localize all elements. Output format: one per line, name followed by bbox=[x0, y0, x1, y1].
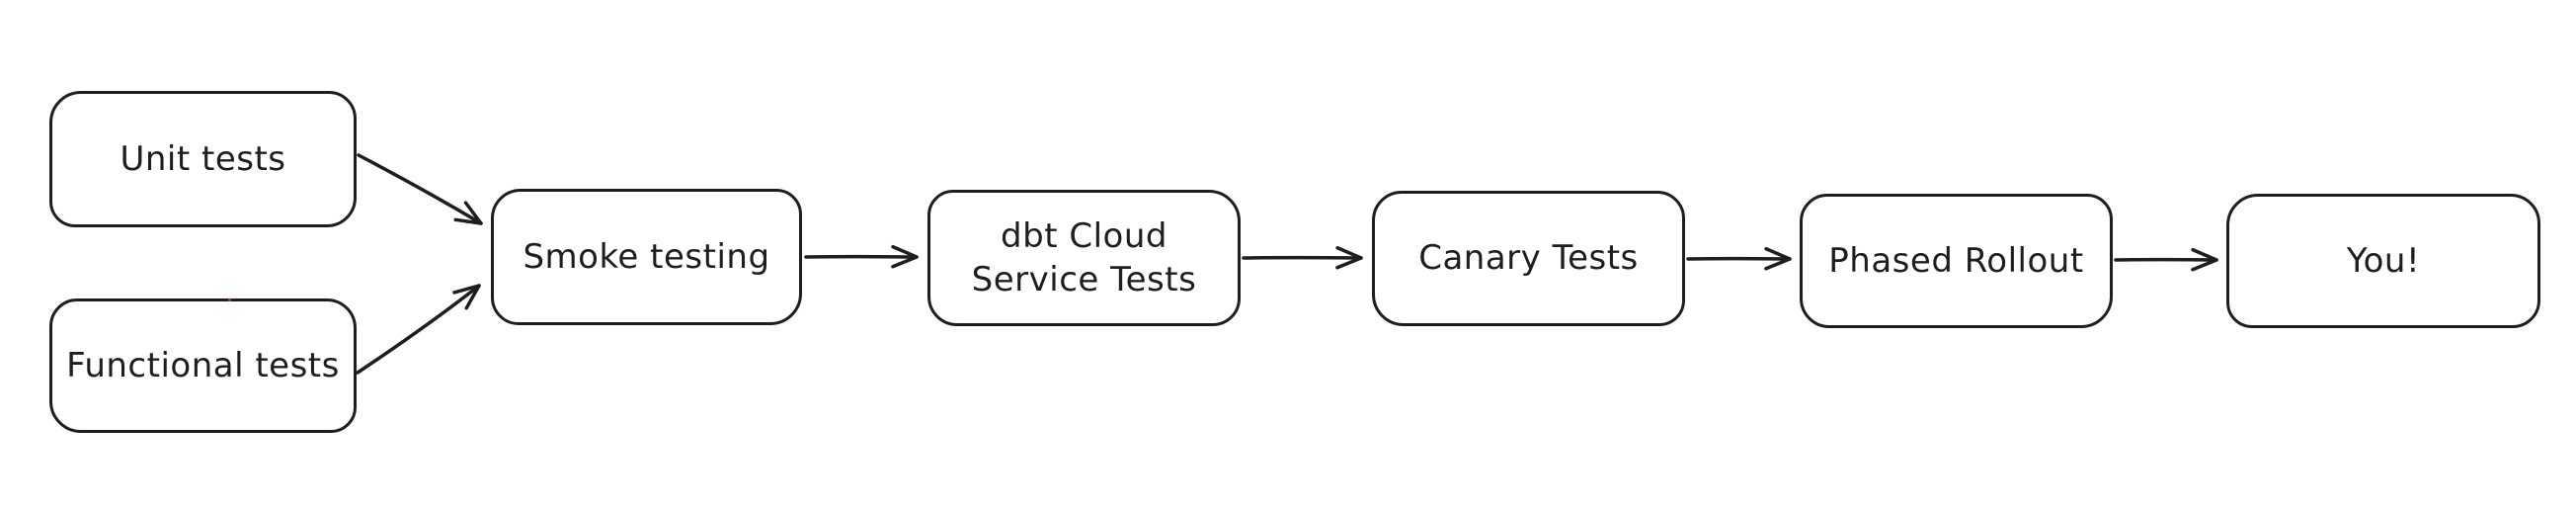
node-functional-tests: Functional tests bbox=[49, 298, 357, 433]
node-canary-tests: Canary Tests bbox=[1372, 191, 1685, 326]
node-functional-tests-label: Functional tests bbox=[66, 345, 340, 385]
node-smoke-testing: Smoke testing bbox=[491, 189, 802, 325]
node-canary-tests-label: Canary Tests bbox=[1418, 238, 1639, 279]
node-unit-tests: Unit tests bbox=[49, 91, 357, 227]
connector-functional-to-smoke bbox=[356, 284, 481, 375]
node-dbt-cloud-service-tests: dbt Cloud Service Tests bbox=[927, 190, 1241, 326]
node-phased-rollout: Phased Rollout bbox=[1800, 194, 2113, 328]
node-you-label: You! bbox=[2346, 240, 2421, 281]
connector-unit-to-smoke bbox=[357, 153, 483, 225]
node-smoke-testing-label: Smoke testing bbox=[523, 236, 770, 277]
node-phased-rollout-label: Phased Rollout bbox=[1828, 240, 2084, 281]
stray-red-pixel-artifact bbox=[228, 298, 231, 301]
node-unit-tests-label: Unit tests bbox=[120, 138, 286, 179]
node-you: You! bbox=[2226, 194, 2540, 328]
node-dbt-cloud-service-tests-label: dbt Cloud Service Tests bbox=[971, 215, 1197, 299]
